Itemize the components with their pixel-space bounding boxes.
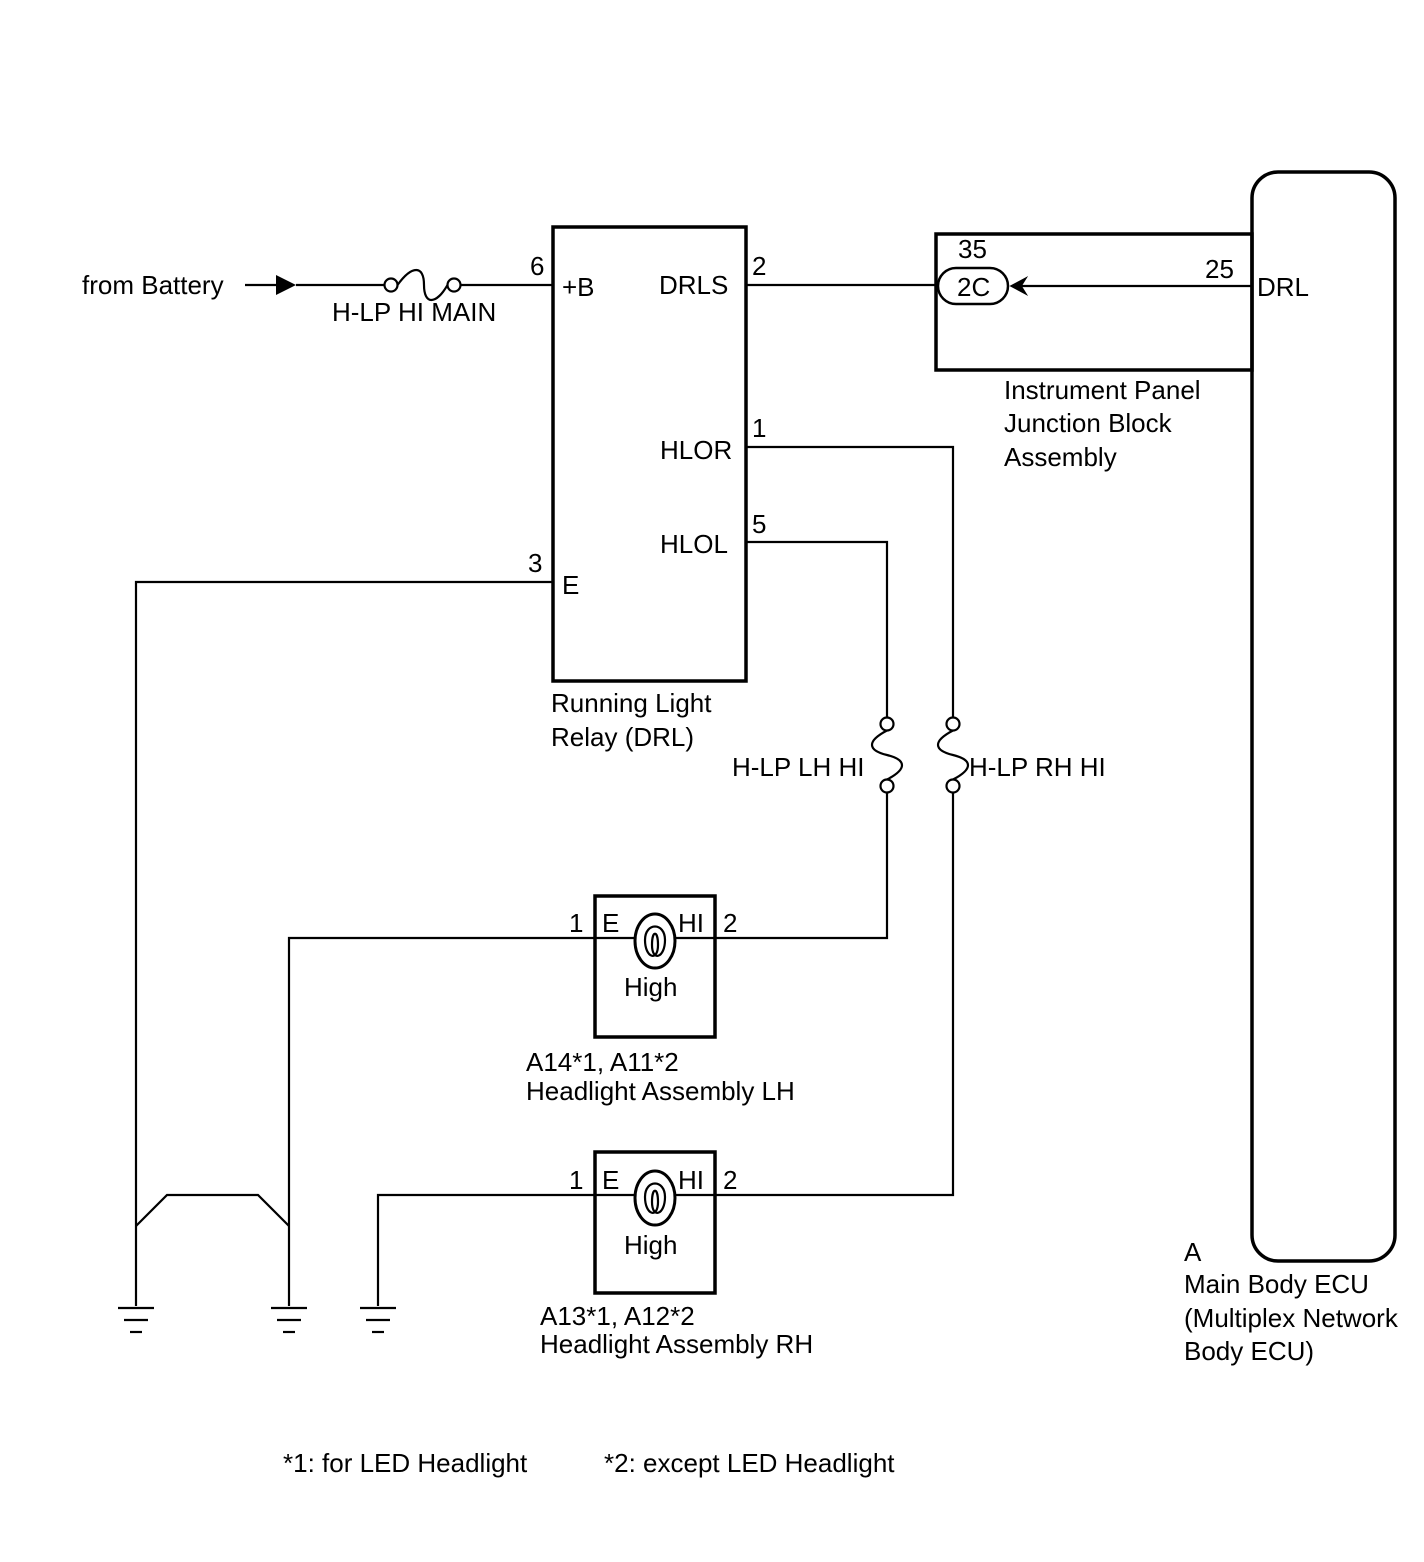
ecu-name-line3: Body ECU) [1184, 1336, 1314, 1366]
battery-arrow-icon [276, 275, 296, 295]
headlight-rh-bulb-label: High [624, 1230, 677, 1260]
ecu-name-line1: Main Body ECU [1184, 1269, 1369, 1299]
headlight-rh-pin-e-num: 1 [569, 1165, 583, 1195]
fuse-element-icon [396, 268, 449, 302]
battery-label: from Battery [82, 270, 224, 300]
bulb-icon [633, 912, 677, 970]
ecu-name-line2: (Multiplex Network [1184, 1303, 1399, 1333]
relay-pin-hlor-num: 1 [752, 413, 766, 443]
wire-rh-ground [376, 1193, 595, 1306]
headlight-rh-pin-e-label: E [602, 1165, 619, 1195]
headlight-lh-pin-e-num: 1 [569, 908, 583, 938]
ecu-box [1250, 170, 1397, 1263]
headlight-lh-bulb-label: High [624, 972, 677, 1002]
headlight-lh-pin-hi-label: HI [678, 908, 704, 938]
fuse-terminal-icon [945, 716, 961, 732]
fuse-terminal-icon [446, 277, 462, 293]
junction-pin-num: 35 [958, 234, 987, 264]
relay-pin-drls-num: 2 [752, 251, 766, 281]
wire-relay-ground [134, 580, 553, 1306]
relay-box [551, 225, 748, 683]
relay-name-line2: Relay (DRL) [551, 722, 694, 752]
headlight-rh-box [593, 1150, 717, 1295]
ecu-pin-num: 25 [1205, 254, 1234, 284]
footnote-2: *2: except LED Headlight [604, 1448, 895, 1478]
fuse-rh: H-LP RH HI [936, 716, 1106, 794]
battery-feed: from Battery [82, 270, 384, 300]
headlight-lh-code: A14*1, A11*2 [526, 1047, 679, 1077]
headlight-lh-name: Headlight Assembly LH [526, 1076, 795, 1106]
relay-pin-hlol-label: HLOL [660, 529, 728, 559]
fuse-element-icon [936, 729, 970, 781]
relay-pin-e-label: E [562, 570, 579, 600]
relay-pin-drls-label: DRLS [659, 270, 728, 300]
headlight-rh-code: A13*1, A12*2 [540, 1301, 695, 1331]
footnote-1: *1: for LED Headlight [283, 1448, 528, 1478]
headlight-rh-pin-hi-num: 2 [723, 1165, 737, 1195]
headlight-lh-pin-e-label: E [602, 908, 619, 938]
headlight-rh-pin-hi-label: HI [678, 1165, 704, 1195]
fuse-rh-label: H-LP RH HI [969, 752, 1106, 782]
junction-name-line1: Instrument Panel [1004, 375, 1201, 405]
ground-icon [118, 1306, 154, 1334]
wire-hlol [746, 540, 889, 718]
fuse-lh: H-LP LH HI [732, 716, 904, 794]
fuse-terminal-icon [879, 778, 895, 794]
wire-lh-ground [287, 936, 595, 1306]
junction-name-line3: Assembly [1004, 442, 1117, 472]
headlight-rh: 1 E HI 2 High A13*1, A12*2 Headlight Ass… [540, 1150, 813, 1359]
wire-hlor [746, 445, 955, 718]
main-body-ecu: 25 DRL A Main Body ECU (Multiplex Networ… [1184, 170, 1399, 1366]
bulb-filament-icon [643, 925, 667, 957]
fuse-terminal-icon [879, 716, 895, 732]
relay-pin-e-num: 3 [528, 548, 542, 578]
fuse-main-label: H-LP HI MAIN [332, 297, 496, 327]
headlight-rh-name: Headlight Assembly RH [540, 1329, 813, 1359]
junction-name-line2: Junction Block [1004, 408, 1173, 438]
ground-icon [360, 1306, 396, 1334]
headlight-lh: 1 E HI 2 High A14*1, A11*2 Headlight Ass… [526, 894, 795, 1106]
relay: 6 +B 2 DRLS 1 HLOR 5 HLOL 3 E Running Li… [528, 225, 766, 752]
connector-2c-icon [936, 266, 1010, 306]
junction-block: 35 2C Instrument Panel Junction Block As… [934, 232, 1254, 472]
bulb-filament-icon [643, 1182, 667, 1214]
junction-connector-label: 2C [957, 272, 990, 302]
ground-icon [271, 1306, 307, 1334]
ecu-code: A [1184, 1237, 1202, 1267]
fuse-main: H-LP HI MAIN [332, 268, 496, 327]
wire-lh-hi [716, 792, 889, 940]
relay-pin-b-num: 6 [530, 251, 544, 281]
relay-pin-b-label: +B [562, 272, 595, 302]
fuse-lh-label: H-LP LH HI [732, 752, 864, 782]
relay-pin-hlor-label: HLOR [660, 435, 732, 465]
relay-pin-hlol-num: 5 [752, 509, 766, 539]
fuse-terminal-icon [945, 778, 961, 794]
bulb-icon [633, 1169, 677, 1227]
headlight-lh-pin-hi-num: 2 [723, 908, 737, 938]
relay-name-line1: Running Light [551, 688, 712, 718]
ground-splice-link [135, 1193, 290, 1227]
fuse-element-icon [870, 729, 904, 781]
ecu-pin-label: DRL [1257, 272, 1309, 302]
fuse-terminal-icon [383, 277, 399, 293]
wire-rh-hi [716, 792, 955, 1197]
connector-pin-arrow-icon [1009, 276, 1029, 296]
headlight-lh-box [593, 894, 717, 1039]
